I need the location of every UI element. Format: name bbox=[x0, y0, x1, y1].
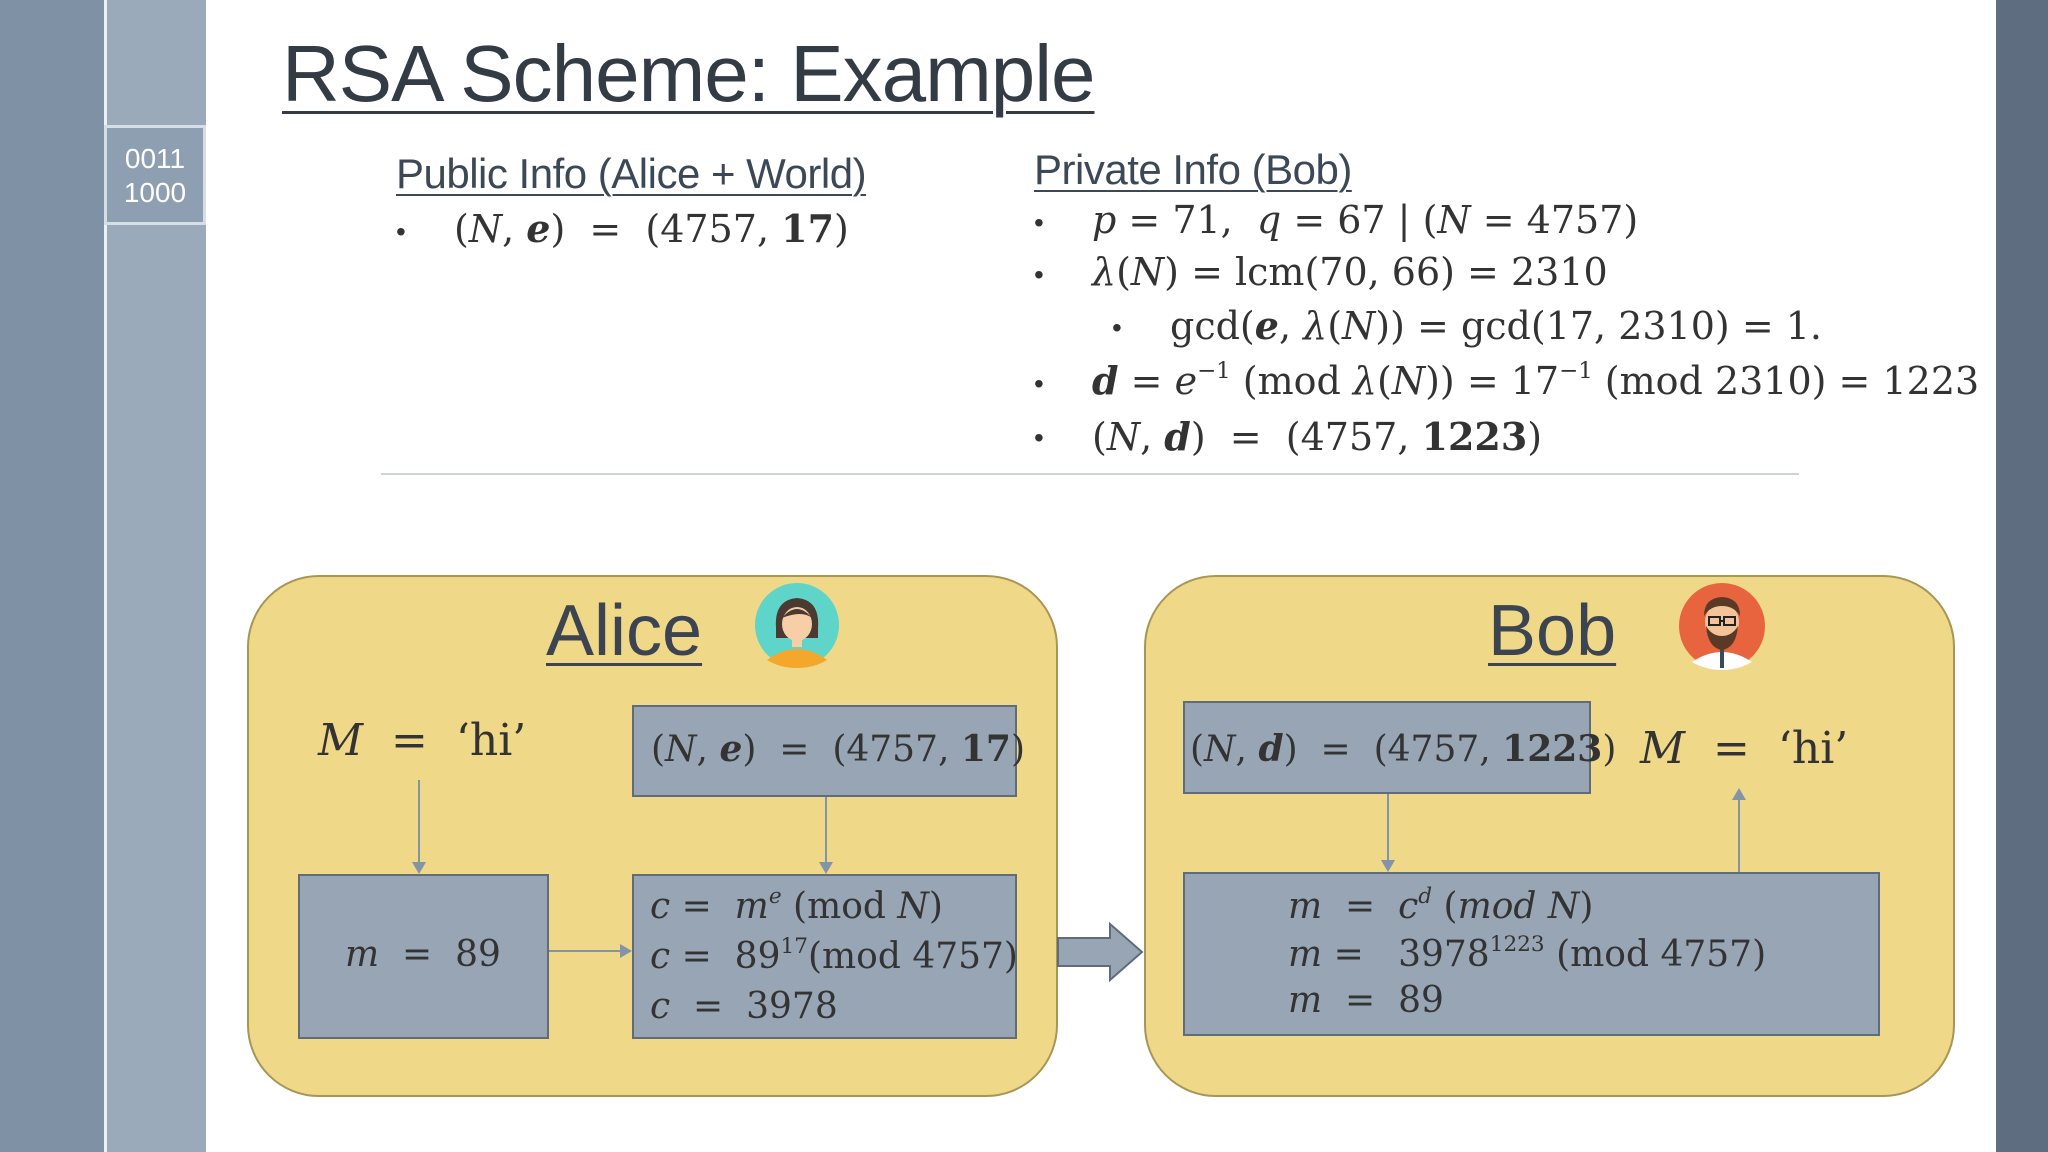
private-line-lambda: λ(N) = lcm(70, 66) = 2310 bbox=[1092, 250, 1608, 294]
bob-private-key-text: (N, d) = (4757, 1223) bbox=[1190, 728, 1617, 770]
bob-private-key-box bbox=[1183, 701, 1591, 794]
bullet: • bbox=[1034, 422, 1044, 453]
alice-connector bbox=[825, 797, 827, 862]
bullet: • bbox=[396, 216, 406, 247]
alice-connector bbox=[549, 950, 620, 952]
binary-badge: 0011 1000 bbox=[104, 125, 206, 225]
alice-cipher-line-1: c = me (mod N) bbox=[650, 883, 943, 927]
alice-m-box bbox=[298, 874, 549, 1039]
private-info-heading: Private Info (Bob) bbox=[1034, 146, 1352, 193]
bob-decrypt-box bbox=[1183, 872, 1880, 1036]
alice-m-text: m = 89 bbox=[345, 934, 501, 975]
arrow-head bbox=[819, 862, 833, 874]
right-arrow-icon bbox=[1057, 921, 1144, 983]
alice-name: Alice bbox=[546, 591, 703, 671]
alice-connector bbox=[418, 780, 420, 862]
arrow-head bbox=[412, 862, 426, 874]
bob-name: Bob bbox=[1488, 591, 1617, 671]
bearded-man-avatar-icon bbox=[1679, 583, 1765, 670]
arrow-head bbox=[1381, 860, 1395, 872]
public-info-heading: Public Info (Alice + World) bbox=[396, 150, 867, 197]
bullet: • bbox=[1034, 207, 1044, 238]
bob-decrypt-line-2: m = 39781223 (mod 4757) bbox=[1288, 931, 1767, 975]
bob-connector bbox=[1387, 794, 1389, 860]
left-band bbox=[0, 0, 104, 1152]
badge-line-1: 0011 bbox=[124, 143, 186, 174]
private-line-d: d = e−1 (mod λ(N)) = 17−1 (mod 2310) = 1… bbox=[1092, 358, 1980, 403]
arrow-head bbox=[620, 944, 632, 958]
private-line-pq: p = 71, q = 67 | (N = 4757) bbox=[1092, 198, 1639, 242]
bob-message: M = ‘hi’ bbox=[1640, 723, 1849, 774]
alice-public-key-box bbox=[632, 705, 1017, 797]
bob-decrypt-line-3: m = 89 bbox=[1288, 980, 1444, 1021]
bullet: • bbox=[1034, 368, 1044, 399]
arrow-head bbox=[1732, 788, 1746, 800]
alice-cipher-box bbox=[632, 874, 1017, 1039]
alice-message: M = ‘hi’ bbox=[318, 715, 527, 766]
alice-cipher-line-3: c = 3978 bbox=[650, 986, 838, 1027]
divider bbox=[381, 473, 1799, 475]
woman-avatar-icon bbox=[755, 583, 839, 668]
bullet: • bbox=[1034, 259, 1044, 290]
private-key-line: (N, d) = (4757, 1223) bbox=[1092, 414, 1543, 459]
bullet: • bbox=[1112, 312, 1122, 343]
slide-title: RSA Scheme: Example bbox=[282, 29, 1095, 118]
badge-line-2: 1000 bbox=[123, 177, 187, 208]
bob-decrypt-line-1: m = cd (mod N) bbox=[1288, 883, 1594, 927]
alice-cipher-line-2: c = 8917(mod 4757) bbox=[650, 933, 1018, 977]
public-key-line: (N, e) = (4757, 17) bbox=[454, 206, 849, 251]
bob-connector bbox=[1738, 800, 1740, 872]
private-line-gcd: gcd(e, λ(N)) = gcd(17, 2310) = 1. bbox=[1170, 303, 1823, 348]
right-band bbox=[1996, 0, 2048, 1152]
alice-public-key-text: (N, e) = (4757, 17) bbox=[651, 728, 1026, 770]
